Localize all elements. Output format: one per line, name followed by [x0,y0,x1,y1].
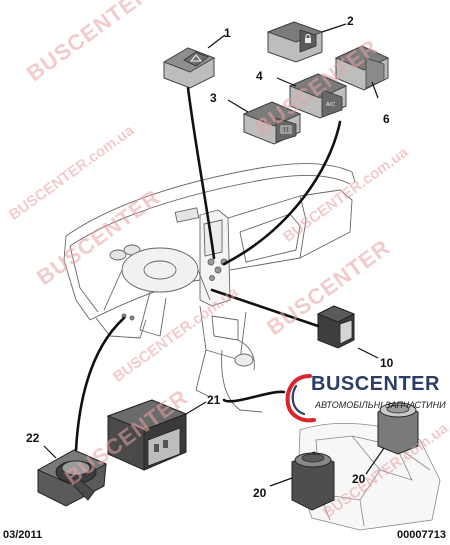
component-20-left [291,451,335,511]
callout-1: 1 [224,26,231,40]
footer-ref: 00007713 [397,529,446,541]
leader-lines-heavy [74,86,342,452]
callout-2: 2 [347,14,354,28]
switch-blank [334,45,390,91]
logo-ring-icon [285,374,316,423]
callout-3: 3 [210,91,217,105]
rear-defrost-icon [280,125,292,134]
switch-rear-defrost [242,101,302,145]
logo-tagline: АВТОМОБІЛЬНІ ЗАПЧАСТИНИ [315,400,446,410]
callout-21: 21 [207,393,221,407]
hazard-triangle-icon [189,54,203,62]
component-22 [36,449,108,507]
component-20-right [377,402,419,455]
ac-label: A/C [326,102,335,108]
callout-4: 4 [256,69,263,83]
switch-ac: A/C [288,73,348,119]
lock-icon [305,34,311,43]
callout-10: 10 [380,356,394,370]
callout-22: 22 [26,431,40,445]
switch-lock [266,21,324,63]
callout-20-left: 20 [253,486,267,500]
logo-name: BUSCENTER [311,373,440,395]
callout-20-right: 20 [352,472,366,486]
callout-6: 6 [383,112,390,126]
component-21 [106,399,188,471]
footer-date: 03/2011 [3,529,43,541]
switch-10 [316,305,356,349]
switch-hazard [162,47,216,89]
leader-lines [43,23,385,487]
buscenter-logo: BUSCENTER АВТОМОБІЛЬНІ ЗАПЧАСТИНИ [282,366,450,436]
